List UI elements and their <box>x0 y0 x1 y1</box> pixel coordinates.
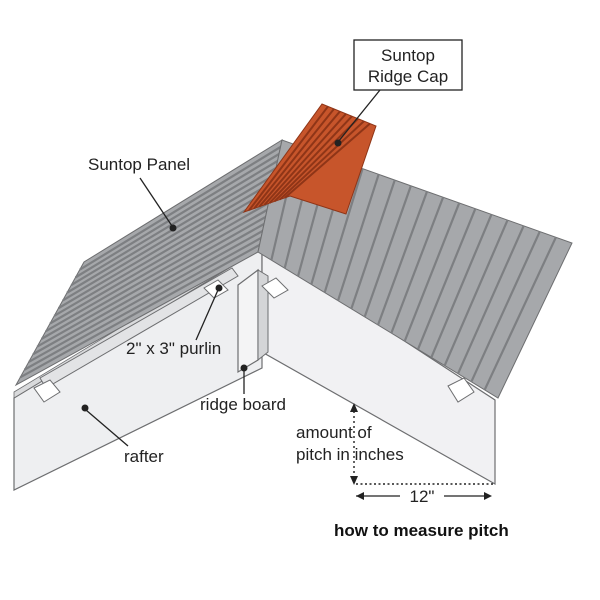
ridge-cap-corrugation <box>258 110 341 208</box>
ridge-cap-corrugation <box>273 117 359 203</box>
ridge-cap-corrugation <box>263 113 347 206</box>
purlin-leader-dot <box>215 284 223 292</box>
pitch-label-line2: pitch in inches <box>296 445 404 464</box>
rafter-label: rafter <box>124 447 164 466</box>
ridge-board-leader-dot <box>240 364 248 372</box>
ridge-cap-corrugation <box>279 120 365 201</box>
panel-corrugation <box>456 225 525 375</box>
run-arrow-left <box>356 492 364 500</box>
panel-corrugation <box>49 195 271 325</box>
ridge-cap-label-line1: Suntop <box>381 46 435 65</box>
panel-corrugation <box>74 153 280 279</box>
ridge-board-label: ridge board <box>200 395 286 414</box>
panel-corrugation <box>470 231 541 383</box>
ridge-cap-corrugation <box>248 105 329 211</box>
run-arrow-right <box>484 492 492 500</box>
pitch-label-line1: amount of <box>296 423 372 442</box>
panel-leader <box>139 177 173 227</box>
ridge-cap-leader-dot <box>334 139 342 147</box>
purlin-block-left-low <box>33 379 61 403</box>
suntop-ridge-cap <box>242 103 377 215</box>
run-label: 12" <box>410 487 435 506</box>
panel-label: Suntop Panel <box>88 155 190 174</box>
panel-corrugation <box>23 237 262 371</box>
panel-corrugation <box>19 244 261 379</box>
purlin-leader <box>195 289 219 341</box>
pitch-rise-arrow-bottom <box>350 476 358 485</box>
purlin-label: 2" x 3" purlin <box>126 339 221 358</box>
panel-corrugation <box>403 202 461 342</box>
panel-corrugation <box>483 236 557 391</box>
ridge-board-side <box>257 269 269 362</box>
panel-corrugation <box>336 173 380 302</box>
panel-corrugation <box>45 202 270 333</box>
panel-corrugation <box>32 223 265 356</box>
rafter-leader-dot <box>81 404 89 412</box>
purlin-block-right-low <box>447 377 475 403</box>
panel-corrugation <box>390 196 445 334</box>
ridge-cap-corrugation <box>253 108 335 210</box>
panel-leader-dot <box>169 224 177 232</box>
purlin-block-right-ridge <box>261 277 289 299</box>
ridge-cap-label-box <box>353 39 463 91</box>
panel-corrugation <box>79 146 282 271</box>
panel-corrugation <box>53 188 273 317</box>
caption: how to measure pitch <box>334 521 509 540</box>
ridge-cap-leader <box>337 89 381 143</box>
panel-corrugation <box>323 168 364 293</box>
panel-corrugation <box>376 191 429 326</box>
panel-corrugation <box>430 213 493 358</box>
panel-corrugation <box>28 230 264 363</box>
panel-corrugation <box>443 219 509 366</box>
ridge-cap-label-line2: Ridge Cap <box>368 67 448 86</box>
rafter-leader <box>85 409 129 447</box>
pitch-rise-arrow-top <box>350 403 358 412</box>
panel-corrugation <box>363 185 412 318</box>
panel-corrugation <box>36 216 267 348</box>
panel-corrugation <box>350 179 396 310</box>
ridge-board <box>237 268 259 374</box>
panel-corrugation <box>57 181 274 310</box>
ridge-cap-corrugation <box>284 122 371 199</box>
panel-corrugation <box>416 208 477 350</box>
panel-corrugation <box>40 209 268 340</box>
ridge-cap-corrugation <box>268 115 353 204</box>
panel-corrugation <box>70 160 279 287</box>
panel-corrugation <box>62 174 276 302</box>
